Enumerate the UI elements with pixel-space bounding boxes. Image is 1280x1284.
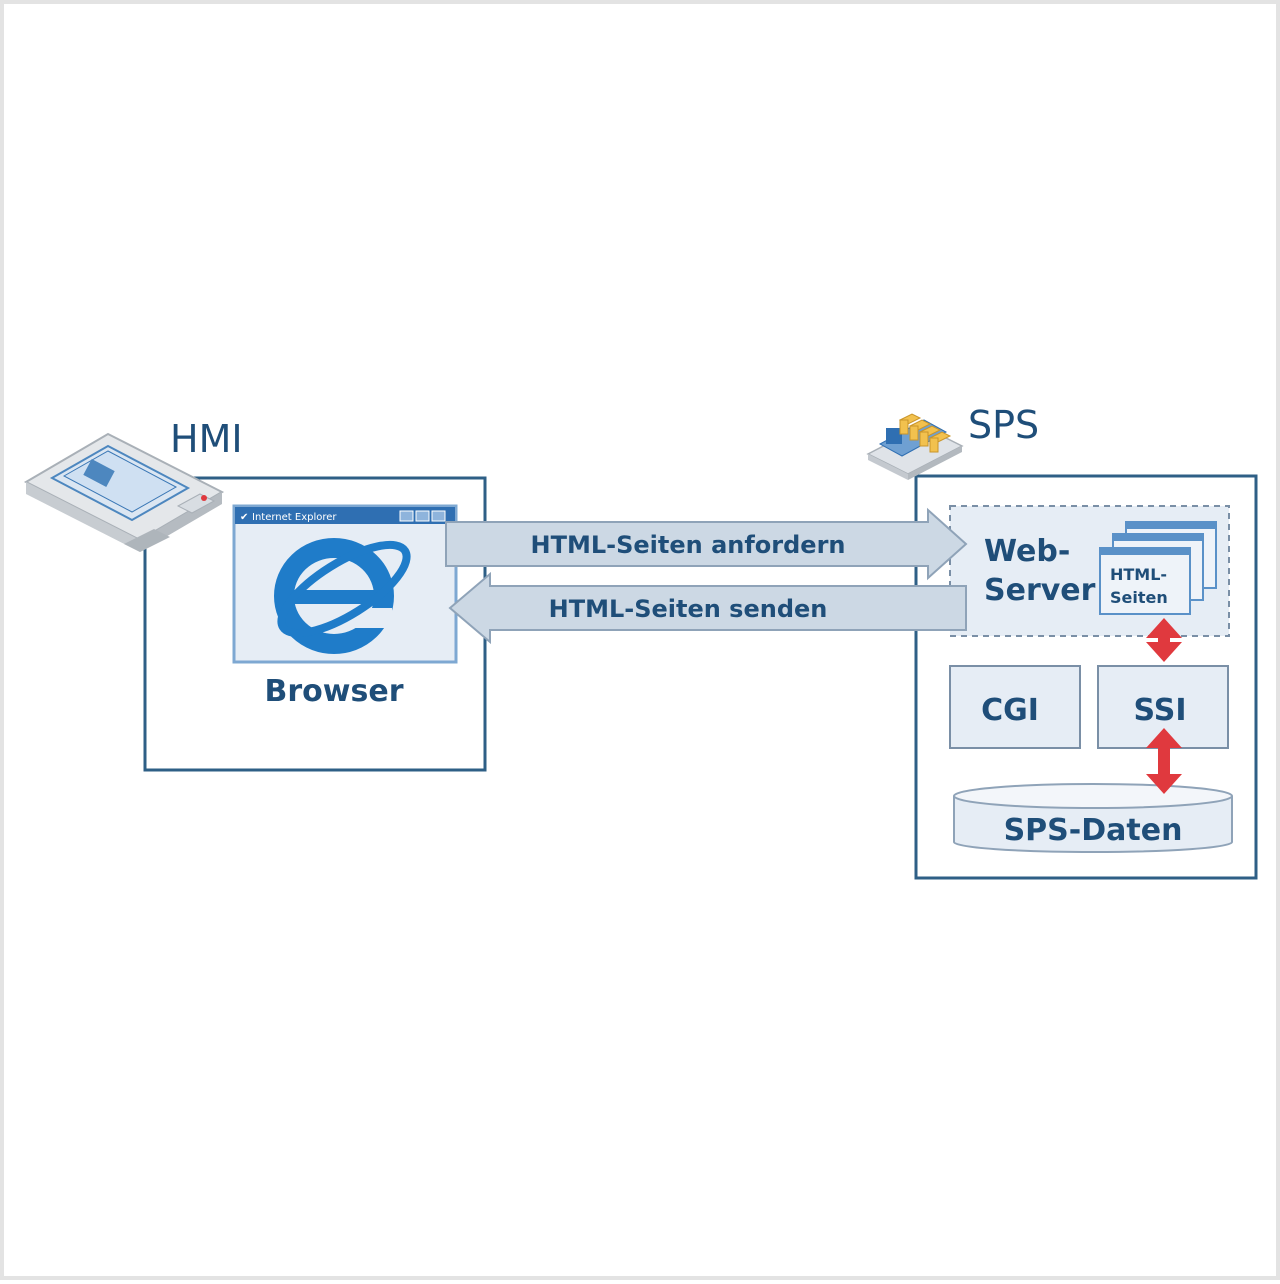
ssi-label: SSI <box>1133 693 1186 728</box>
cgi-box <box>949 665 1081 749</box>
double-arrow-ssi-data <box>1146 728 1182 794</box>
minimize-icon <box>399 510 414 522</box>
check-icon: ✔ <box>240 512 248 523</box>
html-pages-label-line1: HTML- <box>1110 565 1167 584</box>
internet-explorer-icon <box>274 538 411 654</box>
request-arrow <box>445 507 968 581</box>
maximize-icon <box>415 510 430 522</box>
browser-window: ✔ Internet Explorer <box>232 504 458 664</box>
send-arrow <box>448 571 967 645</box>
webserver-label-line2: Server <box>984 573 1096 608</box>
browser-label: Browser <box>265 674 404 709</box>
browser-window-title: Internet Explorer <box>252 512 337 523</box>
html-pages-stack <box>1099 521 1217 615</box>
plc-device-icon <box>866 413 964 480</box>
hmi-title: HMI <box>170 417 243 461</box>
send-arrow-label: HTML-Seiten senden <box>549 595 828 623</box>
double-arrow-pages-ssi <box>1146 618 1182 662</box>
sps-title: SPS <box>968 403 1039 447</box>
html-pages-label-line2: Seiten <box>1110 588 1168 607</box>
close-icon <box>431 510 446 522</box>
sps-data-label: SPS-Daten <box>1004 813 1183 848</box>
architecture-diagram: HMI ✔ Internet Explorer Browser <box>23 403 1258 880</box>
hmi-device-icon <box>23 432 225 552</box>
webserver-label-line1: Web- <box>984 534 1070 569</box>
request-arrow-label: HTML-Seiten anfordern <box>531 531 846 559</box>
cgi-label: CGI <box>981 693 1039 728</box>
